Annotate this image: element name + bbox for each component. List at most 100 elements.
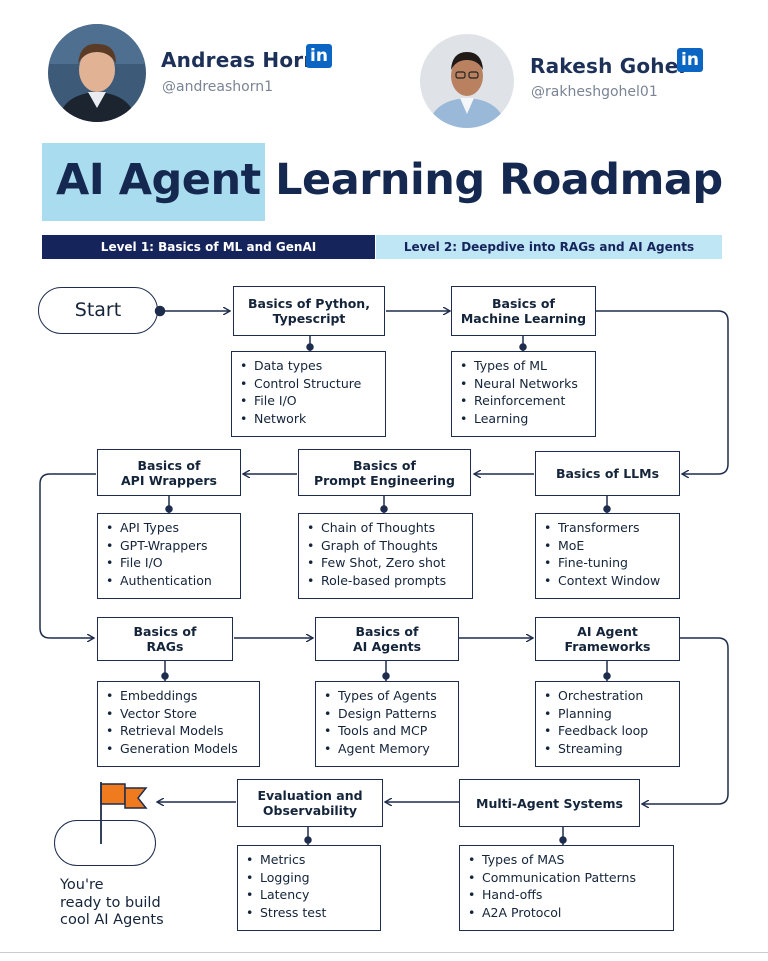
list-item: Hand-offs bbox=[468, 886, 667, 904]
list-item: Data types bbox=[240, 357, 379, 375]
list-item: Neural Networks bbox=[460, 375, 589, 393]
list-item: Communication Patterns bbox=[468, 869, 667, 887]
level-1-banner: Level 1: Basics of ML and GenAI bbox=[42, 235, 375, 259]
list-item: Network bbox=[240, 410, 379, 428]
list-item: Few Shot, Zero shot bbox=[307, 554, 466, 572]
list-item: Generation Models bbox=[106, 740, 253, 758]
node-title-line: Basics of bbox=[137, 457, 201, 473]
list-item: File I/O bbox=[240, 392, 379, 410]
node-title-line: RAGs bbox=[146, 639, 184, 654]
page-title: AI Agent Learning Roadmap bbox=[56, 155, 723, 205]
list-item: API Types bbox=[106, 519, 234, 537]
node-title-line: Basics of LLMs bbox=[555, 466, 660, 481]
node-python: Basics of Python,Typescript bbox=[233, 286, 385, 336]
node-llms: Basics of LLMs bbox=[535, 451, 680, 496]
list-prompt-engineering: Chain of Thoughts Graph of Thoughts Few … bbox=[298, 513, 473, 599]
list-item: Streaming bbox=[544, 740, 673, 758]
list-item: Latency bbox=[246, 886, 374, 904]
list-item: Feedback loop bbox=[544, 722, 673, 740]
bottom-divider bbox=[0, 952, 768, 953]
node-title-line: Basics of Python, bbox=[248, 296, 370, 311]
author-name: Andreas Horn bbox=[161, 48, 318, 72]
list-item: Tools and MCP bbox=[324, 722, 452, 740]
node-title-line: Basics of bbox=[492, 296, 555, 311]
linkedin-icon[interactable]: in bbox=[677, 48, 703, 72]
list-item: Fine-tuning bbox=[544, 554, 673, 572]
list-item: Vector Store bbox=[106, 705, 253, 723]
person-photo-icon bbox=[420, 34, 514, 128]
node-title-line: AI Agent bbox=[577, 624, 638, 639]
list-item: Logging bbox=[246, 869, 374, 887]
list-agent-frameworks: Orchestration Planning Feedback loop Str… bbox=[535, 681, 680, 767]
node-title-line: Multi-Agent Systems bbox=[476, 795, 623, 811]
list-item: MoE bbox=[544, 537, 673, 555]
node-multi-agent-systems: Multi-Agent Systems bbox=[459, 779, 640, 827]
finish-line: ready to build bbox=[60, 894, 161, 911]
list-rags: Embeddings Vector Store Retrieval Models… bbox=[97, 681, 260, 767]
list-item: Types of Agents bbox=[324, 687, 452, 705]
node-title-line: Typescript bbox=[272, 311, 346, 326]
list-item: Role-based prompts bbox=[307, 572, 466, 590]
list-item: Transformers bbox=[544, 519, 673, 537]
linkedin-icon[interactable]: in bbox=[306, 44, 332, 68]
node-title-line: Basics of bbox=[353, 457, 416, 473]
finish-line: cool AI Agents bbox=[60, 912, 164, 928]
list-api-wrappers: API Types GPT-Wrappers File I/O Authenti… bbox=[97, 513, 241, 599]
node-title-line: Frameworks bbox=[564, 639, 651, 654]
author-handle: @andreashorn1 bbox=[162, 79, 274, 95]
list-llms: Transformers MoE Fine-tuning Context Win… bbox=[535, 513, 680, 599]
title-highlight-text: AI Agent bbox=[56, 155, 261, 205]
start-node: Start bbox=[38, 287, 158, 334]
finish-oval bbox=[54, 820, 156, 866]
list-item: Stress test bbox=[246, 904, 374, 922]
list-item: Orchestration bbox=[544, 687, 673, 705]
title-rest-text: Learning Roadmap bbox=[275, 155, 723, 205]
list-item: Embeddings bbox=[106, 687, 253, 705]
title-highlight bbox=[42, 143, 265, 221]
list-item: GPT-Wrappers bbox=[106, 537, 234, 555]
finish-line: You're bbox=[60, 877, 104, 893]
list-machine-learning: Types of ML Neural Networks Reinforcemen… bbox=[451, 351, 596, 437]
list-python: Data types Control Structure File I/O Ne… bbox=[231, 351, 386, 437]
avatar-rakesh-gohel bbox=[420, 34, 514, 128]
list-evaluation-observability: Metrics Logging Latency Stress test bbox=[237, 845, 381, 931]
list-item: Chain of Thoughts bbox=[307, 519, 466, 537]
node-title-line: API Wrappers bbox=[121, 472, 217, 488]
list-item: Types of ML bbox=[460, 357, 589, 375]
list-item: Design Patterns bbox=[324, 705, 452, 723]
list-item: Planning bbox=[544, 705, 673, 723]
list-item: Metrics bbox=[246, 851, 374, 869]
list-item: Graph of Thoughts bbox=[307, 537, 466, 555]
node-title-line: Machine Learning bbox=[460, 311, 587, 326]
list-item: Retrieval Models bbox=[106, 722, 253, 740]
list-item: Agent Memory bbox=[324, 740, 452, 758]
node-title-line: Prompt Engineering bbox=[313, 472, 456, 488]
level-2-banner: Level 2: Deepdive into RAGs and AI Agent… bbox=[376, 235, 722, 259]
list-item: Types of MAS bbox=[468, 851, 667, 869]
list-item: Control Structure bbox=[240, 375, 379, 393]
list-item: Authentication bbox=[106, 572, 234, 590]
list-item-continued: Learning bbox=[460, 410, 589, 428]
list-item: Reinforcement bbox=[460, 392, 589, 410]
finish-message: You're ready to build cool AI Agents bbox=[60, 877, 164, 930]
list-item: File I/O bbox=[106, 554, 234, 572]
list-item: Context Window bbox=[544, 572, 673, 590]
flag-icon bbox=[100, 782, 148, 844]
list-ai-agents: Types of Agents Design Patterns Tools an… bbox=[315, 681, 459, 767]
node-title-line: Evaluation and bbox=[257, 788, 363, 803]
node-title-line: Basics of bbox=[355, 624, 419, 639]
node-title-line: AI Agents bbox=[352, 639, 422, 654]
author-handle: @rakheshgohel01 bbox=[531, 84, 658, 100]
node-title-line: Basics of bbox=[133, 624, 197, 639]
author-name: Rakesh Gohel bbox=[530, 54, 686, 78]
list-item: A2A Protocol bbox=[468, 904, 667, 922]
list-multi-agent-systems: Types of MAS Communication Patterns Hand… bbox=[459, 845, 674, 931]
